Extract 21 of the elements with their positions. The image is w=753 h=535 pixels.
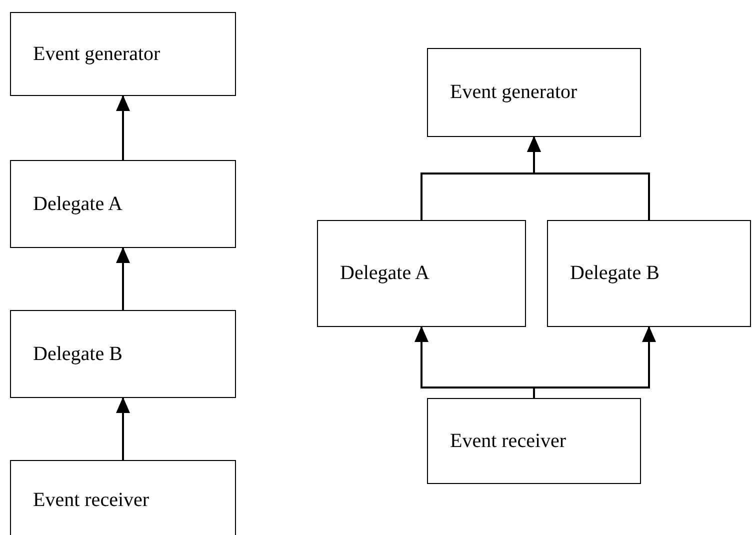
arrow (116, 95, 130, 160)
arrow (527, 136, 650, 220)
process-box (547, 220, 751, 327)
box-label: Event generator (33, 42, 160, 66)
process-box (427, 398, 641, 484)
arrow (116, 397, 130, 460)
arrow (116, 247, 130, 310)
process-box (10, 310, 236, 398)
process-box (10, 12, 236, 96)
process-box (427, 48, 641, 137)
process-box (10, 460, 236, 535)
process-box (10, 160, 236, 248)
box-label: Event receiver (33, 489, 150, 512)
box-label: Event receiver (450, 430, 566, 452)
arrow (533, 326, 656, 398)
box-label: Delegate A (340, 262, 430, 285)
box-label: Event generator (450, 81, 578, 104)
box-label: Delegate B (570, 262, 660, 285)
box-label: Delegate B (33, 342, 122, 366)
process-box (317, 220, 526, 327)
box-label: Delegate A (33, 192, 122, 216)
